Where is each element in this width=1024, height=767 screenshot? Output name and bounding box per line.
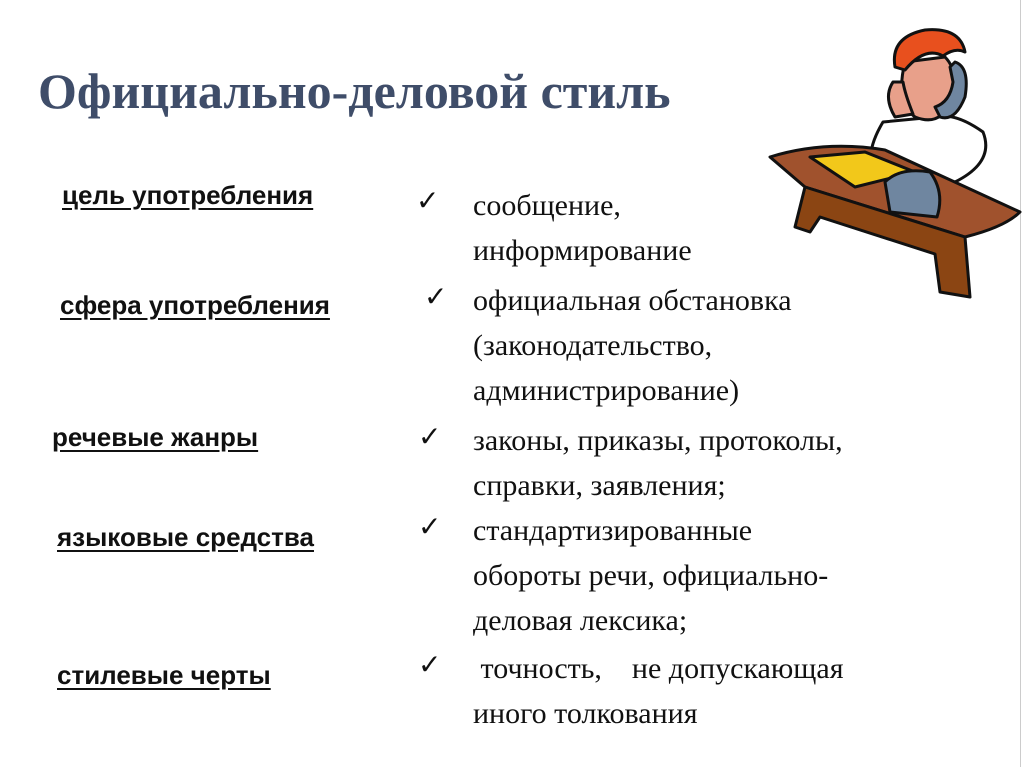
desc-purpose: сообщение, информирование (473, 183, 692, 273)
checkmark-icon: ✓ (416, 184, 440, 217)
hair (892, 28, 967, 72)
slide-edge (1020, 0, 1021, 767)
desc-line: точность, не допускающая (473, 652, 844, 685)
businessman-on-phone-clipart (768, 28, 1022, 299)
label-sphere: сфера употребления (60, 290, 330, 320)
hand (887, 80, 915, 119)
desc-line: иного толкования (473, 697, 698, 730)
desc-line: деловая лексика; (473, 604, 688, 637)
desc-line: (законодательство, (473, 329, 713, 362)
checkmark-icon: ✓ (418, 648, 442, 681)
label-means: языковые средства (57, 522, 314, 552)
desc-line: сообщение, (473, 189, 621, 222)
label-traits: стилевые черты (57, 660, 271, 690)
desk-phone (883, 169, 942, 219)
desc-line: информирование (473, 234, 692, 267)
phone-handset (933, 60, 968, 120)
checkmark-icon: ✓ (418, 510, 442, 543)
desk-front (793, 185, 972, 299)
desc-line: справки, заявления; (473, 469, 726, 502)
slide-title: Официально-деловой стиль (38, 63, 671, 119)
label-purpose: цель употребления (62, 180, 314, 210)
desc-genres: законы, приказы, протоколы, справки, заяв… (473, 418, 843, 508)
checkmark-icon: ✓ (418, 420, 442, 453)
desc-line: стандартизированные (473, 514, 753, 547)
desc-line: законы, приказы, протоколы, (473, 424, 843, 457)
desc-sphere: официальная обстановка (законодательство,… (473, 278, 792, 413)
desc-line: официальная обстановка (473, 284, 792, 317)
desc-line: администрирование) (473, 374, 740, 407)
desc-line: обороты речи, официально- (473, 559, 829, 592)
desc-means: стандартизированные обороты речи, официал… (473, 508, 828, 643)
desc-traits: точность, не допускающая иного толкования (473, 646, 844, 736)
label-genres: речевые жанры (52, 422, 259, 452)
checkmark-icon: ✓ (424, 280, 448, 313)
